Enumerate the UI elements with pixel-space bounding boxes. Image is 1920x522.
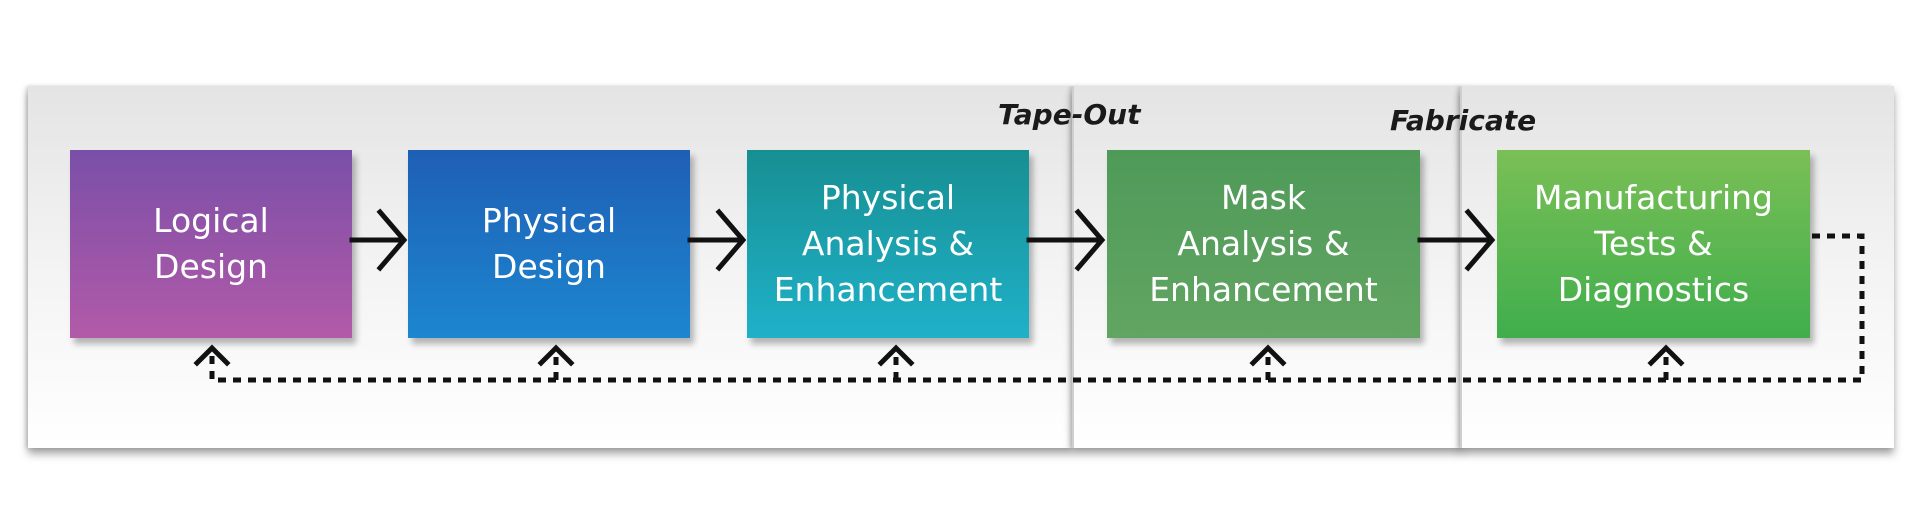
feedback-arrowhead-2 [537, 344, 575, 367]
feedback-loop [209, 233, 1865, 383]
fabricate-label: Fabricate [1390, 104, 1537, 137]
logical-design-box: Logical Design [70, 150, 352, 338]
feedback-arrowhead-1 [193, 344, 231, 367]
physical-design-box: Physical Design [408, 150, 690, 338]
tape-out-label: Tape-Out [998, 98, 1141, 131]
arrow-2-3 [687, 208, 747, 272]
physical-analysis-box: Physical Analysis & Enhancement [747, 150, 1029, 338]
manufacturing-tests-box: Manufacturing Tests & Diagnostics [1497, 150, 1810, 338]
feedback-arrowhead-5 [1647, 344, 1685, 367]
mask-analysis-box: Mask Analysis & Enhancement [1107, 150, 1420, 338]
arrow-1-2 [349, 208, 408, 272]
arrow-3-4 [1026, 208, 1106, 272]
arrow-4-5 [1417, 208, 1496, 272]
feedback-arrowhead-3 [877, 344, 915, 367]
feedback-arrowhead-4 [1249, 344, 1287, 367]
